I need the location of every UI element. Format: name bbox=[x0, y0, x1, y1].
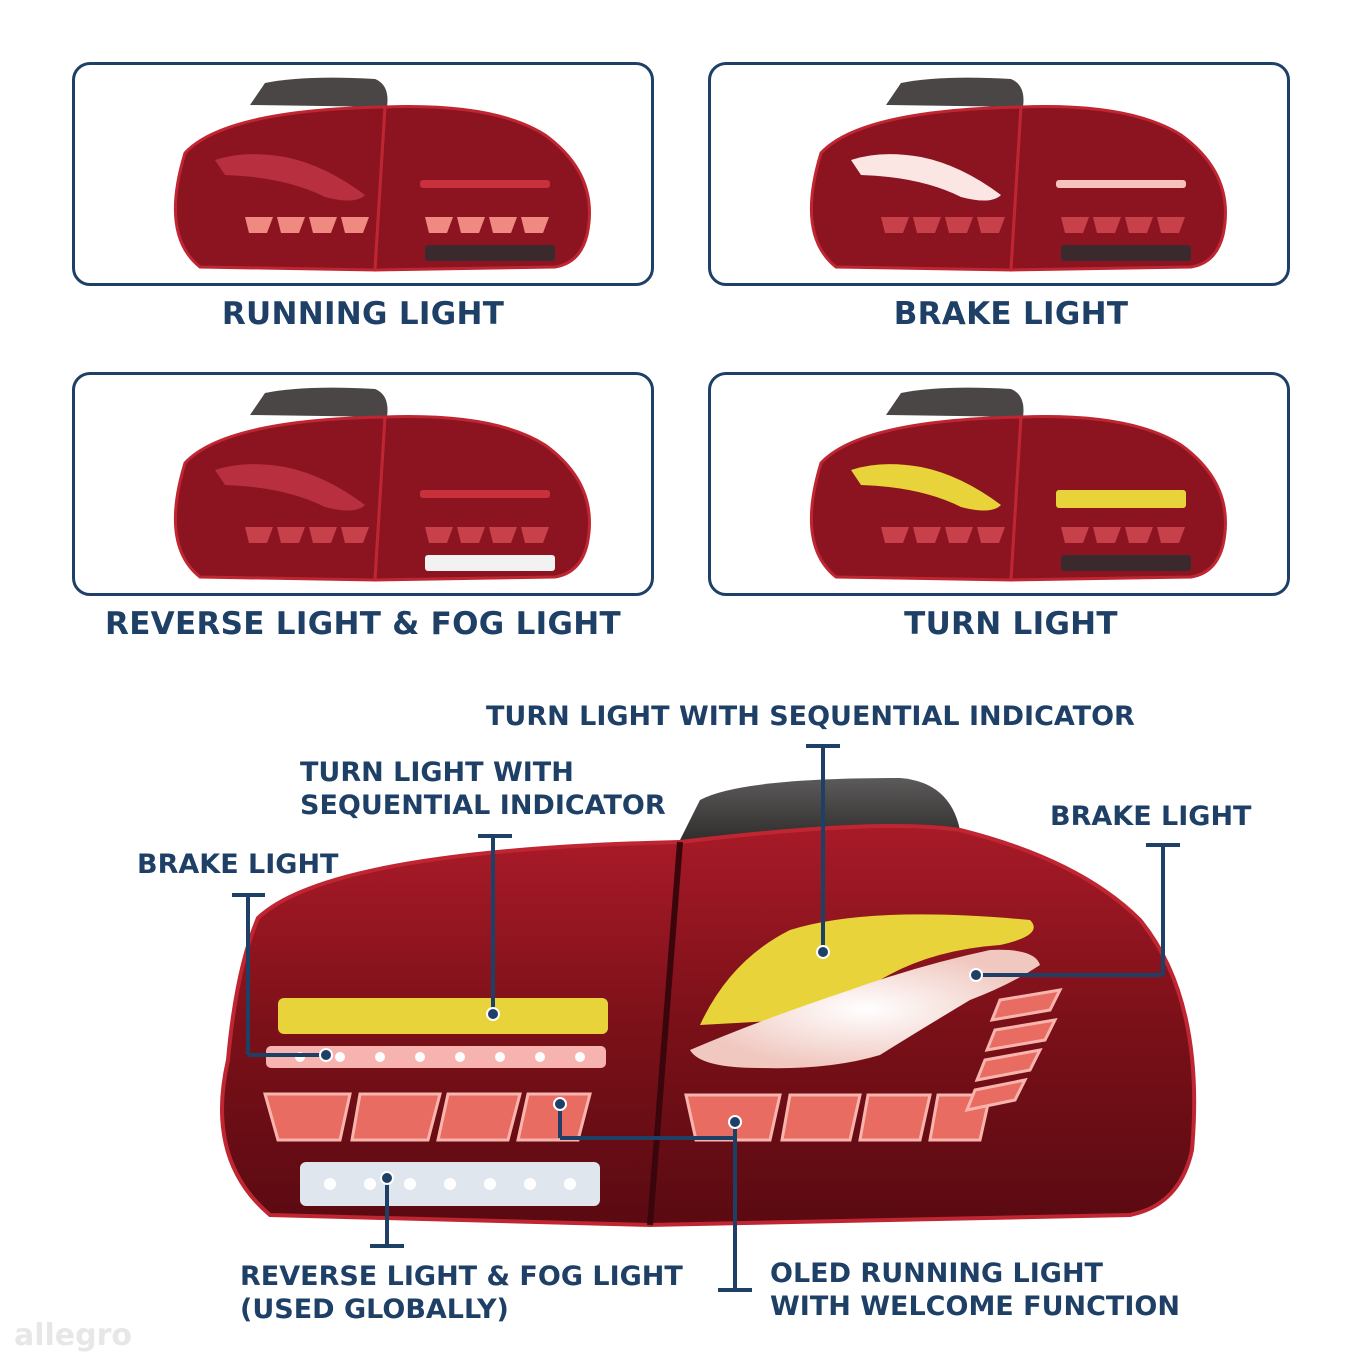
callout-lines bbox=[232, 744, 1180, 1292]
oled-segment bbox=[913, 217, 941, 233]
taillight-drawing bbox=[809, 387, 1227, 582]
panel-reverse-light bbox=[72, 372, 654, 596]
brake-swoosh-white bbox=[690, 949, 1040, 1069]
oled-segment bbox=[309, 527, 337, 543]
bar-light bbox=[420, 180, 550, 188]
oled-segment bbox=[277, 217, 305, 233]
taillight-drawing bbox=[173, 77, 591, 272]
oled-segment bbox=[457, 527, 485, 543]
lens-gap bbox=[647, 841, 683, 1226]
bar-light bbox=[420, 490, 550, 498]
bar-light bbox=[1056, 490, 1186, 508]
oled-segment bbox=[245, 527, 273, 543]
panel-turn-light bbox=[708, 372, 1290, 596]
caption-reverse-light: REVERSE LIGHT & FOG LIGHT bbox=[105, 606, 621, 642]
taillight-image bbox=[809, 77, 1227, 272]
oled-segment bbox=[881, 527, 909, 543]
reverse-led-dots bbox=[324, 1178, 576, 1190]
oled-segment bbox=[1157, 527, 1185, 543]
amber-turn-bar-left bbox=[278, 998, 608, 1034]
swoosh-light bbox=[215, 464, 365, 511]
taillight-image bbox=[809, 387, 1227, 582]
oled-segment bbox=[945, 527, 973, 543]
smoked-cap bbox=[886, 387, 1024, 417]
caption-running-light: RUNNING LIGHT bbox=[221, 296, 505, 332]
swoosh-light bbox=[215, 154, 365, 201]
smoked-cap bbox=[250, 77, 388, 107]
oled-segments-left bbox=[263, 1092, 592, 1142]
callout-turn-sequential-top: TURN LIGHT WITH SEQUENTIAL INDICATOR bbox=[486, 701, 1135, 732]
oled-segment bbox=[1125, 217, 1153, 233]
taillight-drawing bbox=[173, 387, 591, 582]
taillight-image bbox=[173, 77, 591, 272]
oled-segments-right bbox=[684, 1093, 992, 1142]
panel-brake-light bbox=[708, 62, 1290, 286]
oled-segment bbox=[341, 217, 369, 233]
callout-dots bbox=[319, 945, 983, 1185]
oled-segment bbox=[245, 217, 273, 233]
oled-segment bbox=[881, 217, 909, 233]
oled-segment bbox=[521, 217, 549, 233]
oled-segment bbox=[489, 217, 517, 233]
reverse-strip bbox=[1061, 555, 1191, 571]
oled-segment bbox=[977, 217, 1005, 233]
reverse-strip bbox=[1061, 245, 1191, 261]
oled-segment bbox=[1061, 217, 1089, 233]
callout-turn-sequential-left-1: TURN LIGHT WITH bbox=[300, 757, 574, 788]
callout-brake-light-left: BRAKE LIGHT bbox=[137, 849, 339, 880]
callout-reverse-fog-2: (USED GLOBALLY) bbox=[240, 1294, 509, 1325]
oled-segment bbox=[1093, 527, 1121, 543]
oled-segment bbox=[425, 527, 453, 543]
oled-segment bbox=[913, 527, 941, 543]
swoosh-light bbox=[851, 154, 1001, 201]
oled-segment bbox=[1157, 217, 1185, 233]
callout-reverse-fog-1: REVERSE LIGHT & FOG LIGHT bbox=[240, 1261, 683, 1292]
oled-segment bbox=[1093, 217, 1121, 233]
oled-segment bbox=[457, 217, 485, 233]
callout-oled-1: OLED RUNNING LIGHT bbox=[770, 1258, 1103, 1289]
reverse-strip bbox=[425, 555, 555, 571]
oled-segment bbox=[489, 527, 517, 543]
watermark: allegro bbox=[14, 1318, 133, 1353]
oled-segment bbox=[977, 527, 1005, 543]
callout-oled-2: WITH WELCOME FUNCTION bbox=[770, 1291, 1180, 1322]
panel-running-light bbox=[72, 62, 654, 286]
callout-turn-sequential-left-2: SEQUENTIAL INDICATOR bbox=[300, 790, 666, 821]
oled-segment bbox=[341, 527, 369, 543]
oled-wing-segments bbox=[964, 988, 1063, 1113]
brake-led-strip-left bbox=[266, 1046, 606, 1068]
oled-segment bbox=[1061, 527, 1089, 543]
oled-segment bbox=[1125, 527, 1153, 543]
bar-light bbox=[1056, 180, 1186, 188]
smoked-cap bbox=[250, 387, 388, 417]
oled-segment bbox=[521, 527, 549, 543]
amber-turn-swoosh bbox=[700, 914, 1034, 1025]
taillight-drawing bbox=[809, 77, 1227, 272]
oled-segment bbox=[945, 217, 973, 233]
oled-segment bbox=[309, 217, 337, 233]
caption-turn-light: TURN LIGHT bbox=[904, 606, 1118, 642]
reverse-strip bbox=[425, 245, 555, 261]
oled-segment bbox=[277, 527, 305, 543]
taillight-image bbox=[173, 387, 591, 582]
smoked-cap bbox=[886, 77, 1024, 107]
caption-brake-light: BRAKE LIGHT bbox=[893, 296, 1129, 332]
callout-brake-light-right: BRAKE LIGHT bbox=[1050, 801, 1252, 832]
oled-segment bbox=[425, 217, 453, 233]
swoosh-light bbox=[851, 464, 1001, 511]
